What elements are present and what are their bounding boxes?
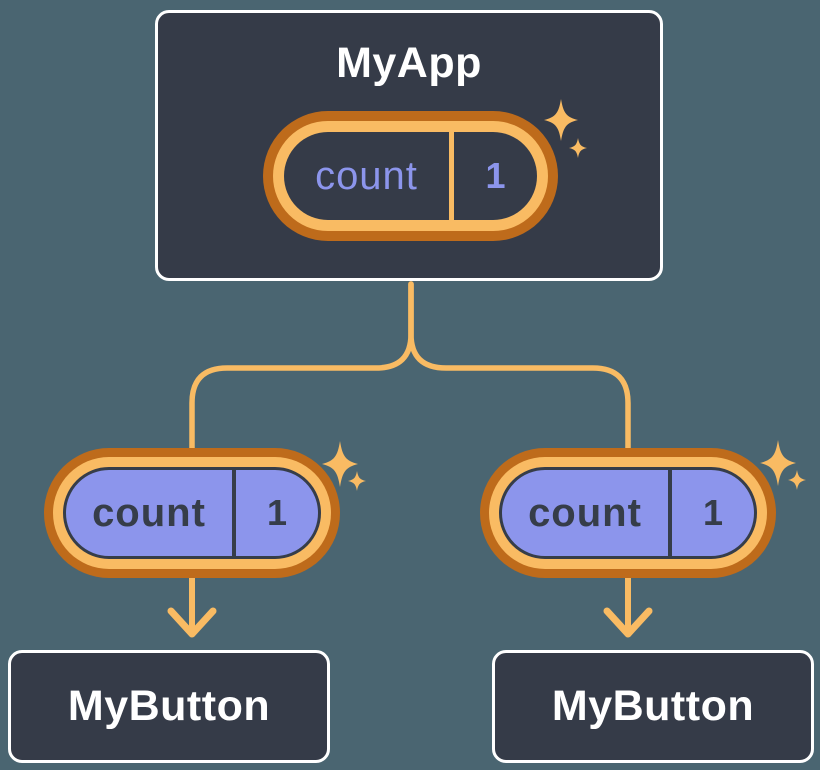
arrow-right-head [603, 607, 653, 638]
state-name: count [315, 153, 418, 198]
pill-divider [668, 470, 672, 556]
prop-value: 1 [702, 492, 724, 533]
node-mybutton-left-title: MyButton [67, 682, 271, 730]
node-mybutton-right-title: MyButton [551, 682, 755, 730]
state-pill-root-body: count 1 [284, 132, 537, 220]
node-myapp-title: MyApp [336, 39, 482, 87]
prop-pill-left: count 1 [44, 448, 340, 578]
prop-name: count [528, 490, 642, 535]
prop-pill-right-ring: count 1 [489, 457, 767, 569]
node-mybutton-left: MyButton [8, 650, 330, 763]
connector-parent-to-right-child [408, 281, 631, 455]
prop-pill-right: count 1 [480, 448, 776, 578]
node-myapp: MyApp count 1 [155, 10, 663, 281]
node-mybutton-right: MyButton [492, 650, 814, 763]
state-pill-root: count 1 [263, 111, 558, 241]
prop-pill-right-body: count 1 [499, 467, 757, 559]
prop-value: 1 [266, 492, 288, 533]
pill-divider [449, 132, 454, 220]
prop-pill-left-body: count 1 [63, 467, 321, 559]
pill-divider [232, 470, 236, 556]
connector-parent-to-left-child [189, 281, 414, 455]
arrow-left-head [167, 607, 217, 638]
state-value: 1 [485, 155, 506, 196]
prop-pill-left-ring: count 1 [53, 457, 331, 569]
prop-name: count [92, 490, 206, 535]
state-pill-root-ring: count 1 [273, 121, 548, 231]
